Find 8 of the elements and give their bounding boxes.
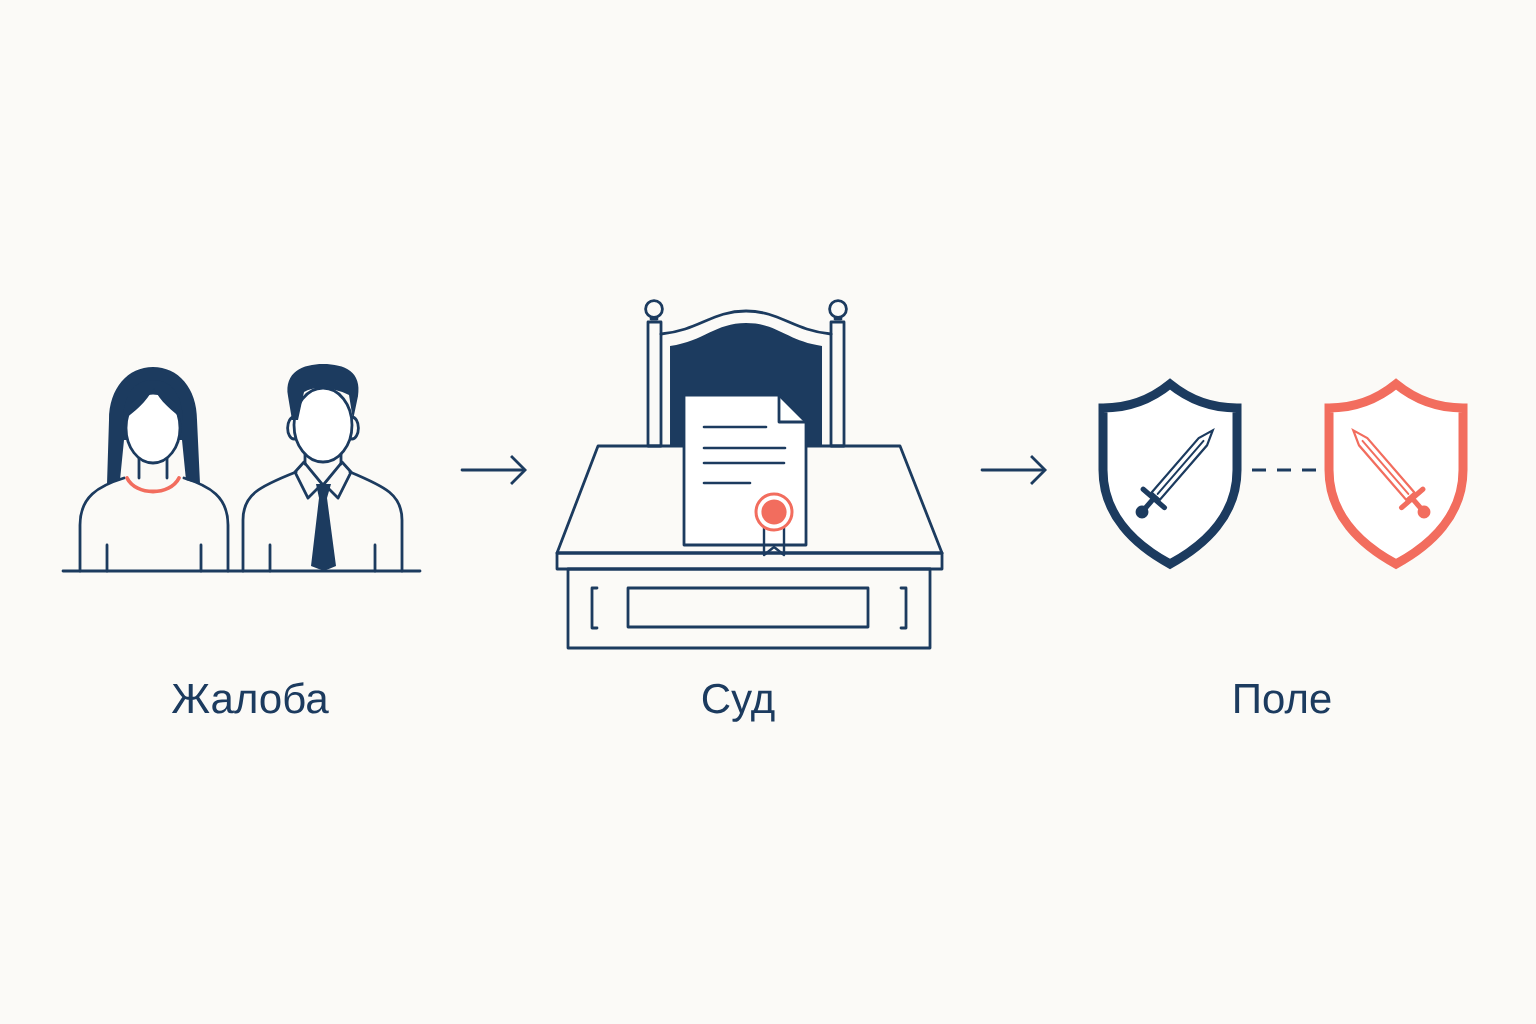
dashed-line (1252, 468, 1316, 472)
stage-label: Поле (1235, 684, 1331, 714)
arrow (460, 455, 527, 485)
arrow (980, 455, 1048, 485)
stage-label: Жалоба (171, 682, 329, 714)
shield-sword-icon (1324, 379, 1468, 569)
shield-sword-icon (1098, 379, 1242, 569)
stage-label: Суд (702, 683, 775, 722)
